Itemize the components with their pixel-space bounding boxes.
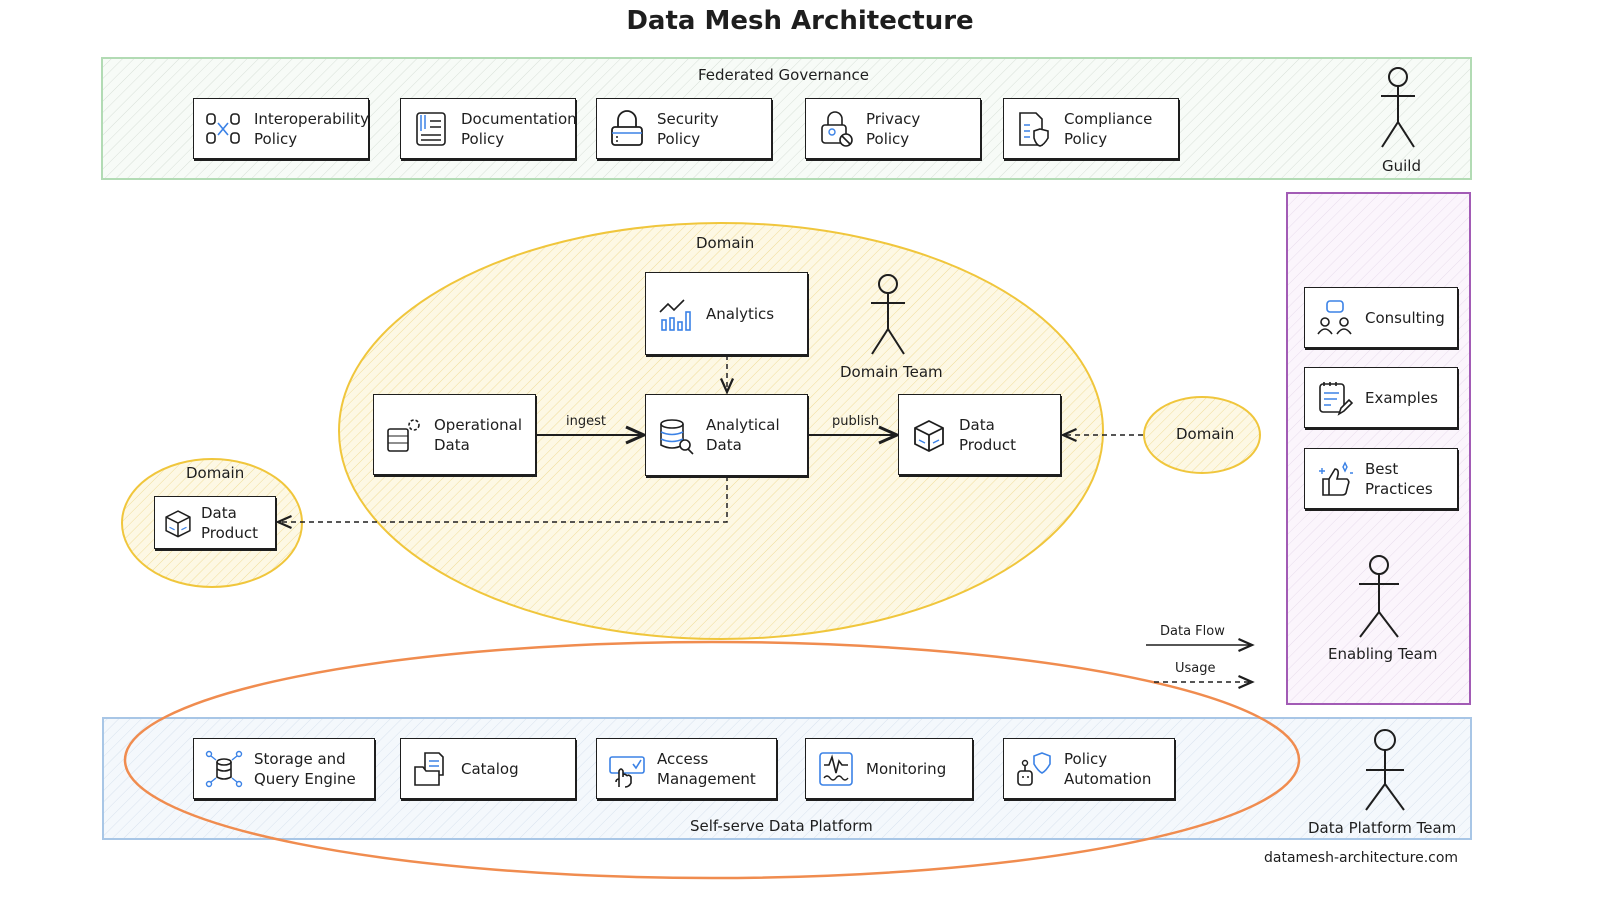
data-product-line1: Data [959,415,995,434]
policy-automation-icon [1017,751,1051,786]
catalog-icon [414,751,444,786]
footer-link[interactable]: datamesh-architecture.com [1264,850,1459,866]
policy-card-documentation-sublabel: Policy [461,129,505,148]
policy-card-privacy-label: Privacy [866,109,921,128]
enabling-card-consulting[interactable]: Consulting [1304,287,1458,348]
monitoring-icon [819,751,853,786]
platform-card-access-label: Access [657,749,709,768]
policy-card-security-sublabel: Policy [657,129,701,148]
platform-team-actor-icon [1365,729,1405,811]
enabling-card-consulting-label: Consulting [1365,308,1445,327]
legend-data-flow-label: Data Flow [1160,624,1225,639]
data-product-line2: Product [959,435,1016,454]
policy-card-compliance-label: Compliance [1064,109,1153,128]
legend-usage-label: Usage [1175,661,1216,676]
analytical-data-icon [660,419,694,455]
enabling-card-best-sublabel: Practices [1365,479,1433,498]
package-icon [914,419,944,452]
ingest-label: ingest [566,414,606,429]
access-icon [609,755,645,788]
platform-card-storage-and-sublabel: Query Engine [254,769,356,788]
platform-card-access-sublabel: Management [657,769,756,788]
right-domain-label: Domain [1176,425,1235,443]
enabling-card-examples[interactable]: Examples [1304,367,1458,428]
privacy-icon [821,110,853,147]
consulting-icon [1317,299,1352,334]
left-product-line1: Data [201,503,237,522]
policy-card-documentation-label: Documentation [461,109,577,128]
left-product-line2: Product [201,523,258,542]
database-interop-icon [206,112,240,144]
examples-icon [1319,381,1354,416]
platform-card-catalog[interactable]: Catalog [400,738,576,799]
policy-card-interoperability-sublabel: Policy [254,129,298,148]
package-icon [165,509,191,537]
domain-team-actor-icon [871,274,905,355]
domain-team-label: Domain Team [840,363,943,381]
enabling-team-actor-icon [1359,555,1399,638]
guild-actor-icon [1381,67,1415,148]
policy-card-interoperability-label: Interoperability [254,109,369,128]
policy-card-privacy-sublabel: Policy [866,129,910,148]
governance-label: Federated Governance [698,66,870,84]
operational-line1: Operational [434,415,523,434]
analytics-node[interactable]: Analytics [645,272,808,355]
storage-icon [205,750,243,787]
platform-card-policy-sublabel: Automation [1064,769,1152,788]
platform-card-catalog-label: Catalog [461,759,519,778]
platform-card-monitoring[interactable]: Monitoring [805,738,973,799]
platform-card-monitoring-label: Monitoring [866,759,947,778]
platform-label: Self-serve Data Platform [690,817,873,835]
policy-card-security-label: Security [657,109,719,128]
domain-label: Domain [696,234,755,252]
cross-domain-usage-arrow [275,476,728,530]
guild-label: Guild [1382,157,1421,175]
platform-card-storage-and-label: Storage and [254,749,346,768]
policy-card-compliance-sublabel: Policy [1064,129,1108,148]
enabling-team-label: Enabling Team [1328,645,1438,663]
analytical-line1: Analytical [706,416,780,434]
analytical-line2: Data [706,436,742,454]
analytics-label: Analytics [706,304,775,323]
page-title: Data Mesh Architecture [626,6,974,36]
operational-data-icon [387,418,420,452]
left-domain-label: Domain [186,464,245,482]
platform-ellipse [123,640,1301,880]
enabling-card-best-label: Best [1365,459,1399,478]
compliance-icon [1019,111,1049,147]
right-domain-region [1143,396,1261,474]
enabling-card-examples-label: Examples [1365,388,1438,407]
document-icon [416,111,446,146]
analytics-icon [659,298,691,331]
thumbs-up-icon [1319,460,1353,496]
platform-card-policy-label: Policy [1064,749,1108,768]
operational-line2: Data [434,435,470,454]
publish-label: publish [832,414,879,429]
lock-icon [611,109,643,146]
platform-team-label: Data Platform Team [1308,819,1457,837]
